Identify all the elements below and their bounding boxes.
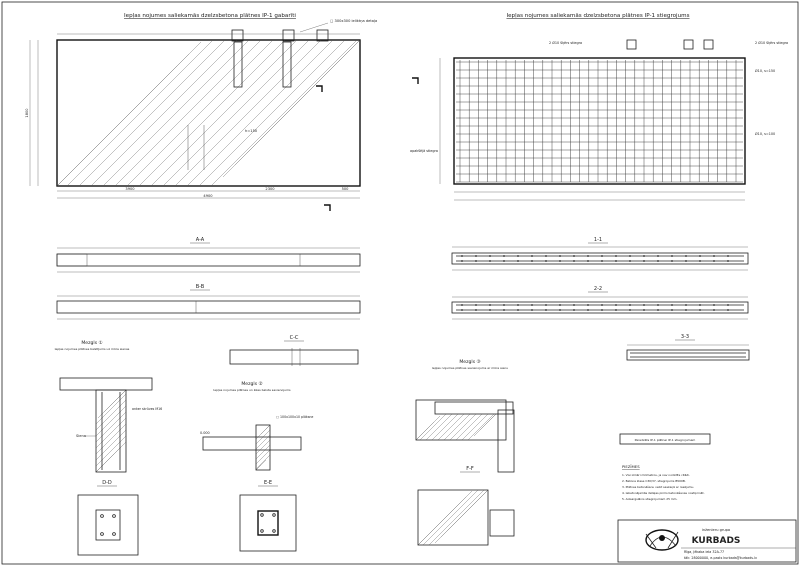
company-tagline: inženieru grupa: [702, 528, 730, 532]
node-1-slab: [59, 377, 153, 391]
section-a-label: A-A: [196, 237, 205, 243]
node-2-plate: ▢ 100x100x10 plāksne: [276, 415, 313, 419]
company-address: Rīga, Jēkaba iela 32A-77: [684, 550, 724, 554]
section-3-slab: [626, 349, 750, 361]
company-contact: tālr. 28000000, e-pasts kurbads@kurbads.…: [684, 556, 757, 560]
section-2: 2-2: [451, 286, 749, 320]
section-2-label: 2-2: [594, 286, 602, 292]
notes-line-1: 1. Visi izmēri milimetros, ja nav norādī…: [622, 473, 690, 477]
node-3-wall: [415, 399, 507, 441]
section-a-slab: [56, 253, 361, 267]
reinforcement-title: Iepļas nojumes saliekamās dzelzsbetona p…: [506, 13, 689, 19]
stiff-bar-callout: 2 Ø10 šķērs stiegra: [549, 40, 582, 45]
dim-part-right: 500: [342, 187, 350, 191]
section-e-label: E-E: [264, 480, 272, 486]
node-1-wall-label: Siena: [76, 434, 86, 438]
reinforcement-plan: Iepļas nojumes saliekamās dzelzsbetona p…: [410, 13, 788, 201]
reinforcement-slab-outline: [453, 57, 746, 185]
node-1-column: [95, 389, 127, 473]
node-2-title: Mezgls ②: [241, 381, 262, 387]
node-1: Mezgls ① Iepļas nojumes plātnes balstīju…: [55, 340, 162, 473]
node-2: Mezgls ② Iepļas nojumes plātnes un ēkas …: [200, 381, 313, 471]
node-3-slab: [434, 401, 514, 415]
loop-tr-1: [626, 39, 637, 50]
formwork-title: Iepļas nojumes saliekamās dzelzsbetona p…: [124, 13, 296, 19]
section-d: D-D: [77, 480, 139, 556]
notes-block: PIEZĪMES 1. Visi izmēri milimetros, ja n…: [622, 464, 705, 501]
dim-overall-length: 4900: [203, 194, 213, 198]
section-e-outline: [239, 494, 297, 552]
node-3: Mezgls ③ Iepļas nojumes plātnes savienoj…: [415, 359, 515, 473]
embed-plate-3: [316, 29, 329, 42]
lifting-loop-2: [282, 41, 292, 88]
top-bar-callout: 2 Ø10 šķērs stiegra: [755, 40, 788, 45]
reinforcement-mesh: [456, 60, 743, 183]
dim-overall-width: 1800: [25, 108, 29, 118]
loop-tr-3: [703, 39, 714, 50]
section-3-label: 3-3: [681, 334, 689, 340]
node-3-column: [497, 409, 515, 473]
node-1-subtitle: Iepļas nojumes plātnes balstījums uz mūr…: [55, 347, 130, 351]
section-1-slab: [451, 252, 749, 265]
node-2-subtitle: Iepļas nojumes plātnes un ēkas balsta sa…: [213, 388, 291, 392]
section-f: F-F: [417, 466, 515, 546]
node-1-title: Mezgls ①: [81, 340, 102, 346]
mesh-spacing-callout: Ø10, s=150: [755, 68, 775, 73]
section-1: 1-1: [451, 237, 749, 271]
section-1-label: 1-1: [594, 237, 602, 243]
title-block: inženieru grupa KURBADS Rīga, Jēkaba iel…: [617, 519, 797, 563]
notes-line-3: 3. Plātnes betonēšanu veikt saskaņā ar r…: [622, 485, 694, 489]
notes-heading: PIEZĪMES: [622, 464, 640, 469]
dim-part-left: 3900: [125, 187, 135, 191]
section-f-outline: [417, 489, 489, 546]
spec-table-title: Paredzēts IP-1 plātnei IP-1 stiegrojumam: [635, 438, 696, 442]
node-2-post: [255, 424, 271, 471]
node-2-slab: [202, 436, 302, 451]
notes-line-5: 5. Aizsargslānis stiegrojumam 25 mm.: [622, 497, 677, 501]
node-3-subtitle: Iepļas nojumes plātnes savienojums ar mū…: [432, 366, 508, 370]
notes-line-2: 2. Betona klase C30/37, stiegrojums B500…: [622, 479, 686, 483]
company-name: KURBADS: [692, 536, 741, 546]
section-c-slab: [229, 349, 359, 365]
embed-callout: ▢ 300x300 ieliktņa detaļa: [330, 19, 377, 23]
section-f-label: F-F: [466, 466, 474, 472]
section-2-slab: [451, 301, 749, 314]
embed-plate-1: [231, 29, 244, 42]
formwork-slab-outline: [56, 39, 361, 187]
section-b: B-B: [56, 284, 361, 320]
node-3-title: Mezgls ③: [459, 359, 480, 365]
section-e: E-E: [239, 480, 297, 552]
notes-line-4: 4. Iebetonējamās detaļas pirms betonēšan…: [622, 491, 705, 495]
company-logo-icon: [645, 529, 679, 551]
section-d-outline: [77, 494, 139, 556]
embed-plate-2: [282, 29, 295, 42]
support-zone-callout: apakšējā stiegra: [410, 149, 438, 153]
title-block-frame: [617, 519, 797, 563]
section-a: A-A: [56, 237, 361, 273]
formwork-plan: Iepļas nojumes saliekamās dzelzsbetona p…: [25, 13, 377, 211]
spec-table: Paredzēts IP-1 plātnei IP-1 stiegrojumam: [619, 433, 711, 445]
bottom-rebar-callout: Ø10, s=100: [755, 131, 775, 136]
node-1-anchors: anker skrūves M16: [132, 407, 162, 411]
formwork-hatch: [57, 40, 360, 186]
loop-tr-2: [683, 39, 694, 50]
section-b-label: B-B: [196, 284, 205, 290]
node-2-elev: 0.000: [200, 431, 210, 435]
section-b-slab: [56, 300, 361, 314]
lifting-loop-1: [233, 41, 243, 88]
dim-part-mid: 2300: [265, 187, 275, 191]
slab-thickness-label: h=150: [245, 129, 258, 133]
section-c-label: C-C: [290, 335, 299, 341]
section-3: 3-3: [626, 334, 750, 361]
section-d-label: D-D: [102, 480, 112, 486]
section-c: C-C: [229, 335, 359, 366]
